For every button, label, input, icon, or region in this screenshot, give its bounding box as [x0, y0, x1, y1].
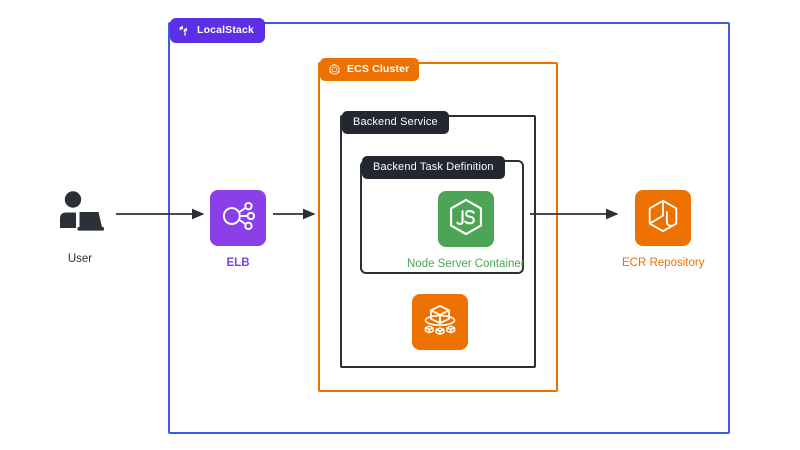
localstack-badge: LocalStack: [170, 18, 265, 43]
ecs-cluster-badge: ECS Cluster: [320, 58, 420, 81]
node-ecs-task: [412, 294, 468, 350]
node-node-server-container: Node Server Container: [407, 191, 525, 272]
user-at-laptop-icon: [52, 186, 108, 242]
ecr-repository-tile: [635, 190, 692, 246]
localstack-container: [168, 22, 730, 434]
node-ecr-repository: ECR Repository: [622, 190, 704, 271]
node-server-tile: [437, 191, 494, 247]
ecs-task-tile: [412, 294, 468, 350]
localstack-badge-label: LocalStack: [197, 24, 254, 37]
backend-task-definition-badge-label: Backend Task Definition: [373, 161, 494, 173]
ecs-cluster-badge-label: ECS Cluster: [347, 63, 410, 76]
ecr-cube-icon: [644, 197, 682, 240]
backend-service-badge: Backend Service: [342, 111, 449, 134]
ecs-cluster-icon: [328, 63, 341, 76]
backend-task-definition-badge: Backend Task Definition: [362, 156, 505, 179]
localstack-logo-icon: [178, 24, 191, 37]
ecs-cluster-container: [318, 62, 558, 392]
ecs-task-cubes-icon: [420, 300, 460, 345]
node-elb: ELB: [210, 190, 266, 271]
elb-tile: [210, 190, 266, 246]
node-elb-label: ELB: [226, 257, 250, 269]
backend-service-badge-label: Backend Service: [353, 116, 438, 128]
load-balancer-icon: [219, 197, 257, 240]
node-user: User: [52, 186, 108, 267]
node-server-container-label: Node Server Container: [407, 258, 525, 270]
node-user-label: User: [67, 253, 93, 265]
node-ecr-repository-label: ECR Repository: [622, 257, 705, 269]
nodejs-icon: [446, 197, 486, 242]
